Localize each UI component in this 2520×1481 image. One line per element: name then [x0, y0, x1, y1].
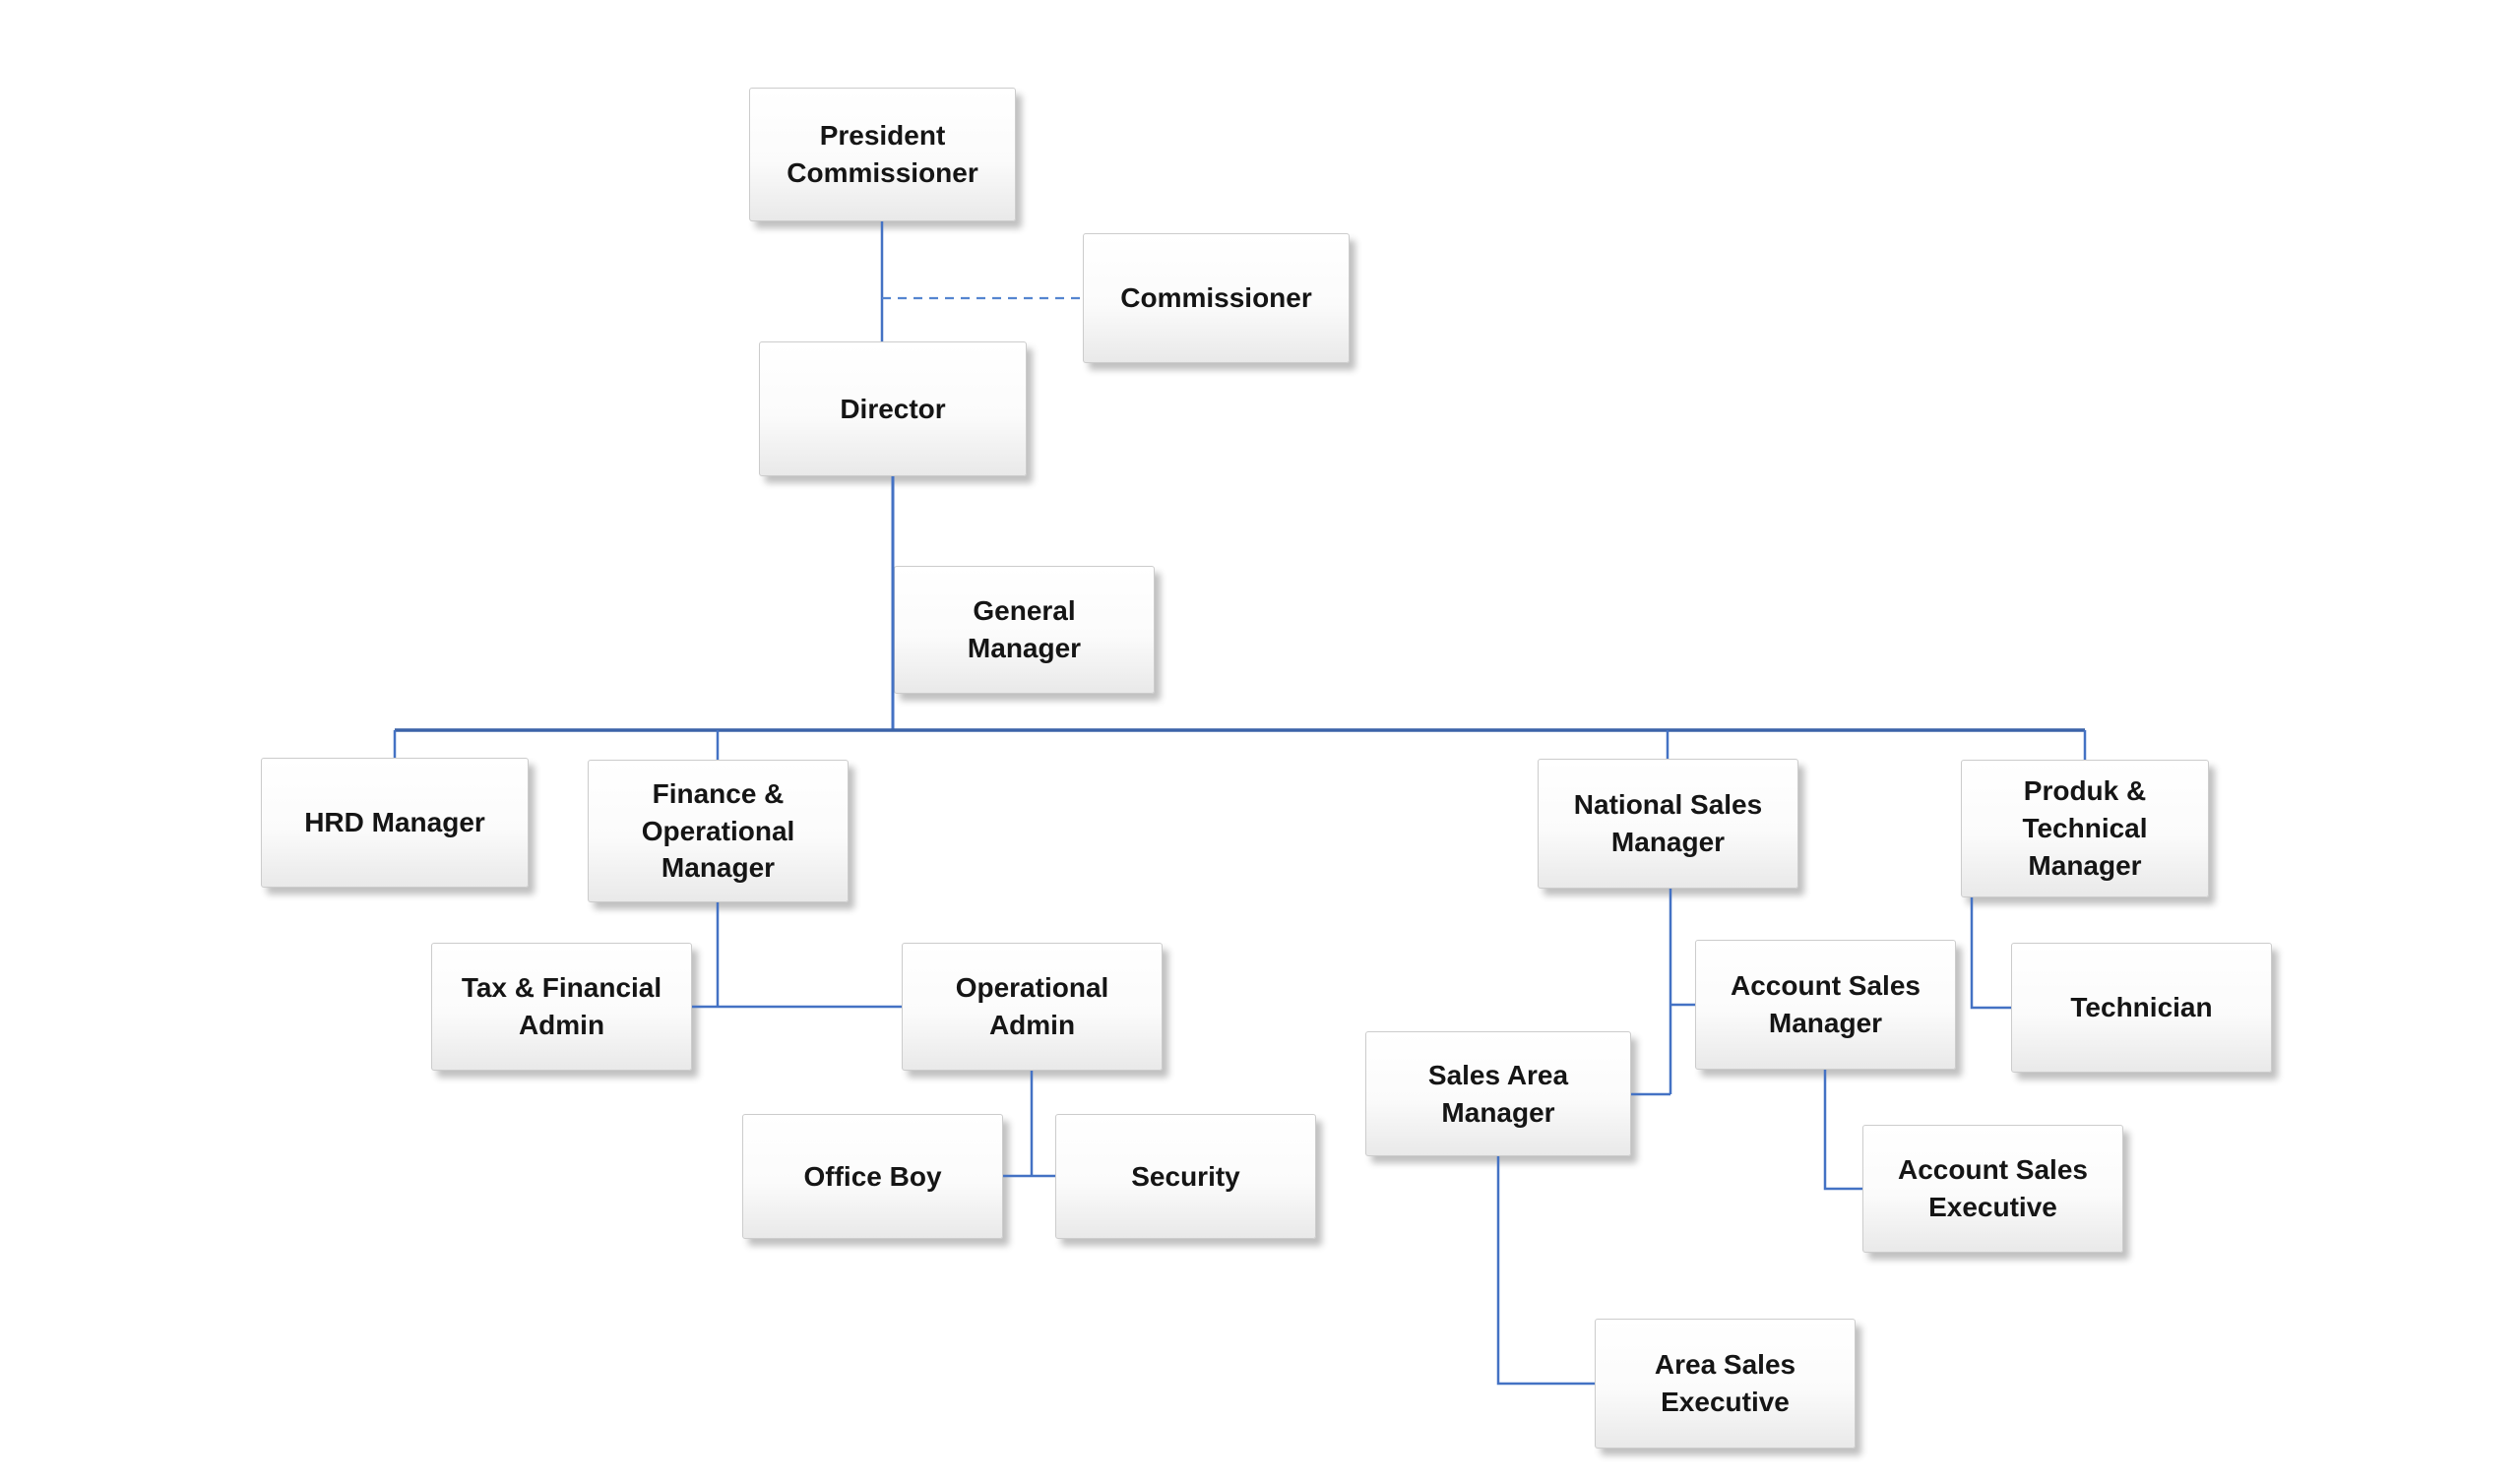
node-label-office-boy: Office Boy: [803, 1160, 942, 1192]
node-general-manager: General Manager: [894, 566, 1155, 694]
node-security: Security: [1055, 1114, 1316, 1239]
connector-account-manager-to-executive: [1823, 1070, 1862, 1191]
node-label-technician: Technician: [2070, 992, 2213, 1023]
node-label-area-sales-executive: Area Sales Executive: [1654, 1349, 1796, 1417]
node-president-commissioner: President Commissioner: [749, 88, 1016, 221]
node-director: Director: [759, 341, 1027, 476]
node-area-sales-executive: Area Sales Executive: [1595, 1319, 1856, 1449]
node-hrd-manager: HRD Manager: [261, 758, 529, 888]
node-operational-admin: Operational Admin: [902, 943, 1163, 1071]
node-label-general-manager: General Manager: [967, 595, 1082, 663]
node-label-president-commissioner: President Commissioner: [787, 120, 978, 188]
node-label-national-sales-manager: National Sales Manager: [1573, 789, 1763, 857]
node-label-security: Security: [1131, 1160, 1240, 1192]
node-national-sales-manager: National Sales Manager: [1538, 759, 1798, 889]
node-office-boy: Office Boy: [742, 1114, 1003, 1239]
node-label-tax-financial-admin: Tax & Financial Admin: [461, 972, 662, 1040]
connector-sales-area-to-area-executive: [1496, 1156, 1595, 1386]
connector-produk-to-technician: [1970, 897, 2011, 1010]
node-account-sales-manager: Account Sales Manager: [1695, 940, 1956, 1070]
node-label-hrd-manager: HRD Manager: [304, 807, 485, 838]
node-produk-technical-manager: Produk & Technical Manager: [1961, 760, 2209, 897]
node-label-account-sales-manager: Account Sales Manager: [1731, 970, 1921, 1038]
node-tax-financial-admin: Tax & Financial Admin: [431, 943, 692, 1071]
node-account-sales-executive: Account Sales Executive: [1862, 1125, 2123, 1253]
node-label-sales-area-manager: Sales Area Manager: [1427, 1059, 1569, 1128]
node-commissioner: Commissioner: [1083, 233, 1350, 363]
node-label-operational-admin: Operational Admin: [955, 972, 1109, 1040]
node-label-produk-technical-manager: Produk & Technical Manager: [2022, 775, 2148, 881]
node-label-finance-operational-manager: Finance & Operational Manager: [641, 777, 795, 884]
node-finance-operational-manager: Finance & Operational Manager: [588, 760, 849, 902]
node-technician: Technician: [2011, 943, 2272, 1073]
node-label-director: Director: [840, 393, 946, 424]
node-label-commissioner: Commissioner: [1120, 282, 1312, 314]
node-label-account-sales-executive: Account Sales Executive: [1898, 1154, 2088, 1222]
node-sales-area-manager: Sales Area Manager: [1365, 1031, 1631, 1156]
